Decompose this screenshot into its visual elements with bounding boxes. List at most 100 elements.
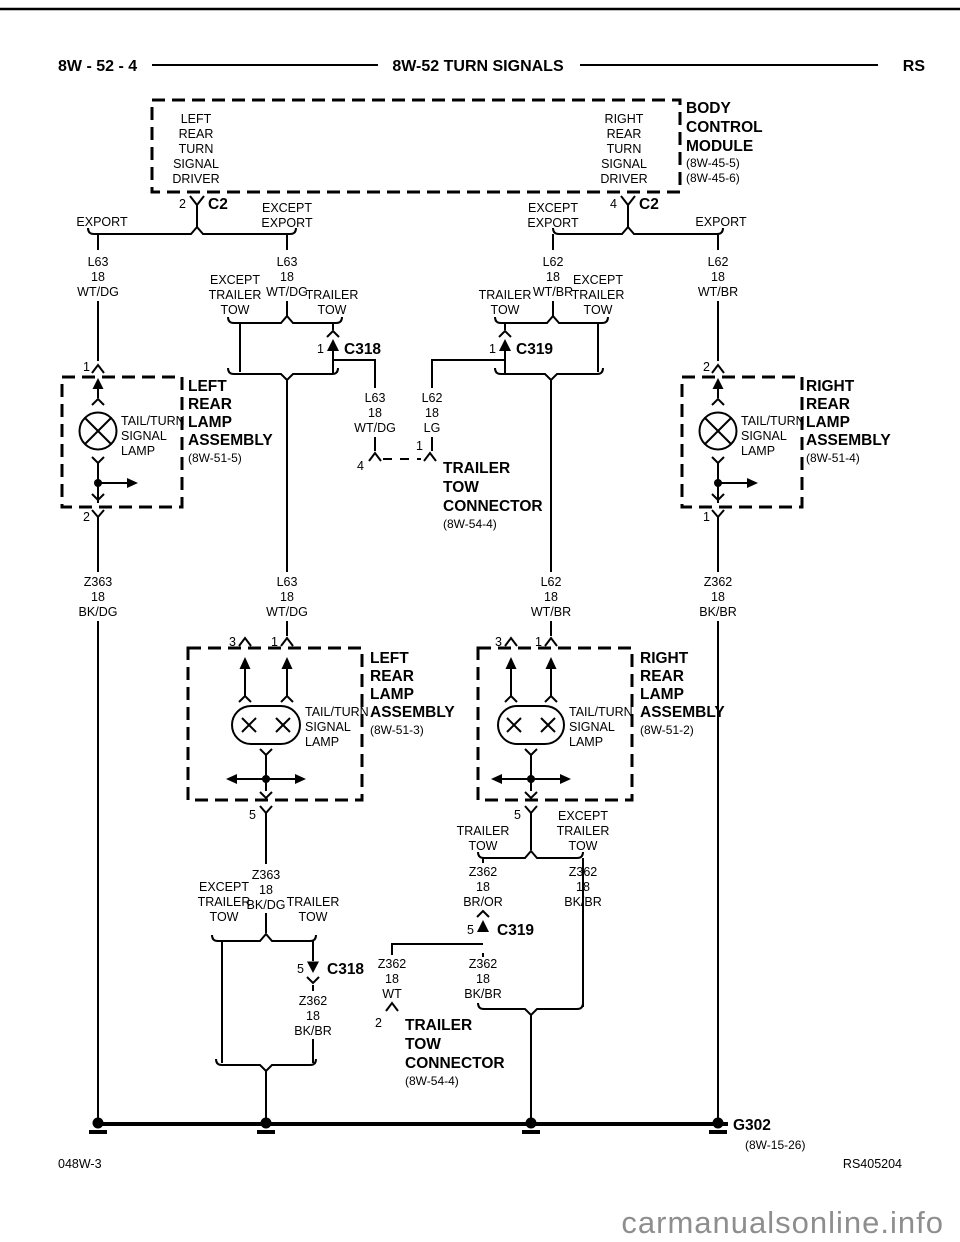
c2-connector-left: 2 C2 xyxy=(179,195,228,227)
variant-label: EXPORT xyxy=(261,216,313,230)
connector-name: C319 xyxy=(516,341,553,358)
svg-text:18: 18 xyxy=(544,590,558,604)
pin-chevron-icon xyxy=(711,493,725,502)
connector-chevron-icon xyxy=(476,909,490,918)
svg-text:WT/BR: WT/BR xyxy=(698,285,738,299)
bcm-left-driver-label: LEFT xyxy=(181,112,212,126)
header: 8W - 52 - 4 8W-52 TURN SIGNALS RS xyxy=(58,58,925,75)
assembly-name: REAR xyxy=(640,668,684,685)
svg-text:L63: L63 xyxy=(277,575,298,589)
branch-arrow-icon xyxy=(226,774,237,784)
assembly-ref: (8W-51-4) xyxy=(806,451,860,465)
merge-brace xyxy=(227,367,339,382)
variant-label: TRAILER xyxy=(479,288,532,302)
assembly-box xyxy=(476,646,634,802)
wire-c319-trailer-tow xyxy=(431,323,506,451)
variant-label: EXCEPT xyxy=(573,273,623,287)
assembly-name: ASSEMBLY xyxy=(370,704,455,721)
left-rear-lamp-assembly-top: 1 TAIL/TURN SIGNAL LAMP 2 LEFT REAR LAMP… xyxy=(60,360,273,532)
assembly-name: REAR xyxy=(806,396,850,413)
lamp-label: SIGNAL xyxy=(305,720,351,734)
variant-label: EXCEPT xyxy=(528,201,578,215)
pin-number: 2 xyxy=(83,510,90,524)
connector-arrow-icon xyxy=(477,920,489,932)
pin-number: 1 xyxy=(271,635,278,649)
svg-text:BK/DG: BK/DG xyxy=(79,605,118,619)
pin-number: 1 xyxy=(489,342,496,356)
assembly-name: ASSEMBLY xyxy=(640,704,725,721)
svg-text:L62: L62 xyxy=(543,255,564,269)
ground-ref: (8W-15-26) xyxy=(745,1138,805,1152)
assembly-name: ASSEMBLY xyxy=(806,432,891,449)
lamp-lead xyxy=(504,669,518,703)
connector-chevron-icon xyxy=(91,389,105,406)
c319-top-connector: 1 C319 xyxy=(489,329,553,358)
assembly-ref: (8W-51-5) xyxy=(188,451,242,465)
merge-brace xyxy=(477,1002,584,1017)
pin-chevron-icon xyxy=(368,451,382,462)
split-brace xyxy=(552,225,724,235)
ground-dot xyxy=(712,1117,724,1129)
svg-text:WT/BR: WT/BR xyxy=(531,605,571,619)
c2-connector-right: 4 C2 xyxy=(610,195,659,227)
lamp-filament-icon xyxy=(84,417,112,445)
assembly-ref: (8W-51-3) xyxy=(370,723,424,737)
variant-label: EXCEPT xyxy=(558,809,608,823)
branch-arrow-icon xyxy=(747,478,758,488)
variant-label: TOW xyxy=(221,303,250,317)
merge-brace xyxy=(215,1058,317,1073)
component-name: TOW xyxy=(405,1036,441,1053)
connector-arrow-icon xyxy=(499,339,511,351)
lamp-lead xyxy=(280,669,294,703)
pin-chevron-icon xyxy=(259,805,273,827)
c318-bottom-connector: 5 C318 xyxy=(297,953,364,985)
connector-name: C2 xyxy=(208,196,228,213)
svg-text:Z362: Z362 xyxy=(378,957,407,971)
svg-text:Z362: Z362 xyxy=(299,994,328,1008)
lamp-lead xyxy=(524,748,538,791)
svg-text:Z362: Z362 xyxy=(704,575,733,589)
ground-dot xyxy=(260,1117,272,1129)
lamp-label: TAIL/TURN xyxy=(569,705,633,719)
branch-arrow-icon xyxy=(127,478,138,488)
body-control-module: LEFT REAR TURN SIGNAL DRIVER RIGHT REAR … xyxy=(150,98,763,194)
variant-label: EXPORT xyxy=(695,215,747,229)
bcm-name: CONTROL xyxy=(686,119,763,136)
svg-text:WT/DG: WT/DG xyxy=(266,605,308,619)
variant-label: TOW xyxy=(584,303,613,317)
svg-text:18: 18 xyxy=(385,972,399,986)
lamp-label: LAMP xyxy=(121,444,155,458)
bcm-left-driver-label: SIGNAL xyxy=(173,157,219,171)
lamp-icon xyxy=(698,411,738,451)
variant-label: TOW xyxy=(299,910,328,924)
arrow-icon xyxy=(239,657,251,669)
assembly-box xyxy=(680,375,804,509)
arrow-icon xyxy=(712,378,724,389)
svg-text:18: 18 xyxy=(476,972,490,986)
variant-label: TRAILER xyxy=(209,288,262,302)
arrow-icon xyxy=(505,657,517,669)
branch-arrow-icon xyxy=(295,774,306,784)
arrow-icon xyxy=(545,657,557,669)
svg-text:L63: L63 xyxy=(277,255,298,269)
pin-number: 1 xyxy=(703,510,710,524)
pin-chevron-icon xyxy=(259,791,273,800)
ground-name: G302 xyxy=(733,1117,771,1134)
svg-text:WT/DG: WT/DG xyxy=(266,285,308,299)
svg-text:18: 18 xyxy=(306,1009,320,1023)
split-brace xyxy=(227,314,343,324)
connector-name: C318 xyxy=(344,341,381,358)
